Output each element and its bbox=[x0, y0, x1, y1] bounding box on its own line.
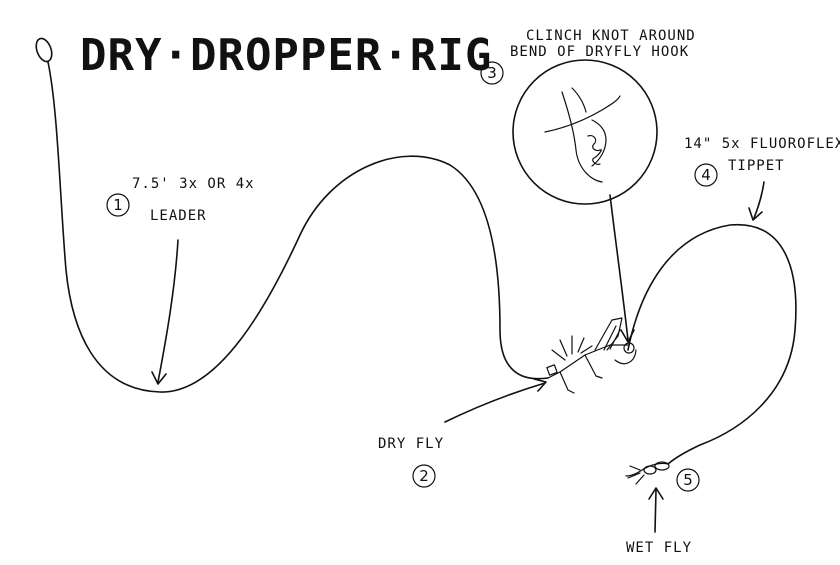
callout-text-line: 7.5' 3x OR 4x bbox=[132, 176, 255, 192]
leader-arrow bbox=[151, 239, 179, 385]
dry-fly bbox=[546, 317, 637, 394]
wet-fly-arrow bbox=[648, 487, 664, 533]
callout-number-badge bbox=[480, 61, 504, 85]
clinch-knot-arrow bbox=[609, 194, 635, 343]
callout-number-badge bbox=[676, 468, 700, 492]
callout-number: 5 bbox=[683, 471, 693, 489]
callout-text-line: TIPPET bbox=[728, 158, 785, 174]
callout-number: 3 bbox=[487, 64, 497, 82]
callout-wet-fly: 5 WET FLY bbox=[626, 468, 700, 556]
callout-clinch-knot: CLINCH KNOT AROUND BEND OF DRYFLY HOOK 3 bbox=[480, 28, 696, 85]
callout-dry-fly: DRY FLY 2 bbox=[378, 436, 444, 488]
callout-text-line: BEND OF DRYFLY HOOK bbox=[510, 44, 689, 60]
callout-text-line: 14" 5x FLUOROFLEX bbox=[684, 136, 840, 152]
diagram-title: DRY·DROPPER·RIG bbox=[80, 30, 492, 81]
callout-text-line: WET FLY bbox=[626, 540, 692, 556]
leader-loop bbox=[35, 37, 53, 63]
dry-fly-arrow bbox=[444, 378, 547, 423]
clinch-knot-detail bbox=[512, 59, 658, 205]
callout-text-line: CLINCH KNOT AROUND bbox=[526, 28, 696, 44]
tippet-line bbox=[627, 224, 797, 465]
leader-line bbox=[47, 61, 549, 393]
callout-text-line: DRY FLY bbox=[378, 436, 444, 452]
callout-number-badge bbox=[106, 193, 130, 217]
callout-number: 1 bbox=[113, 196, 123, 214]
callout-leader: 1 7.5' 3x OR 4x LEADER bbox=[106, 176, 255, 224]
callout-number-badge bbox=[412, 464, 436, 488]
wet-fly bbox=[625, 461, 670, 485]
callout-tippet: 14" 5x FLUOROFLEX 4 TIPPET bbox=[684, 136, 840, 187]
callout-text-line: LEADER bbox=[150, 208, 207, 224]
callout-number-badge bbox=[694, 163, 718, 187]
callout-number: 2 bbox=[419, 467, 429, 485]
tippet-arrow bbox=[748, 181, 765, 221]
callout-number: 4 bbox=[701, 166, 711, 184]
